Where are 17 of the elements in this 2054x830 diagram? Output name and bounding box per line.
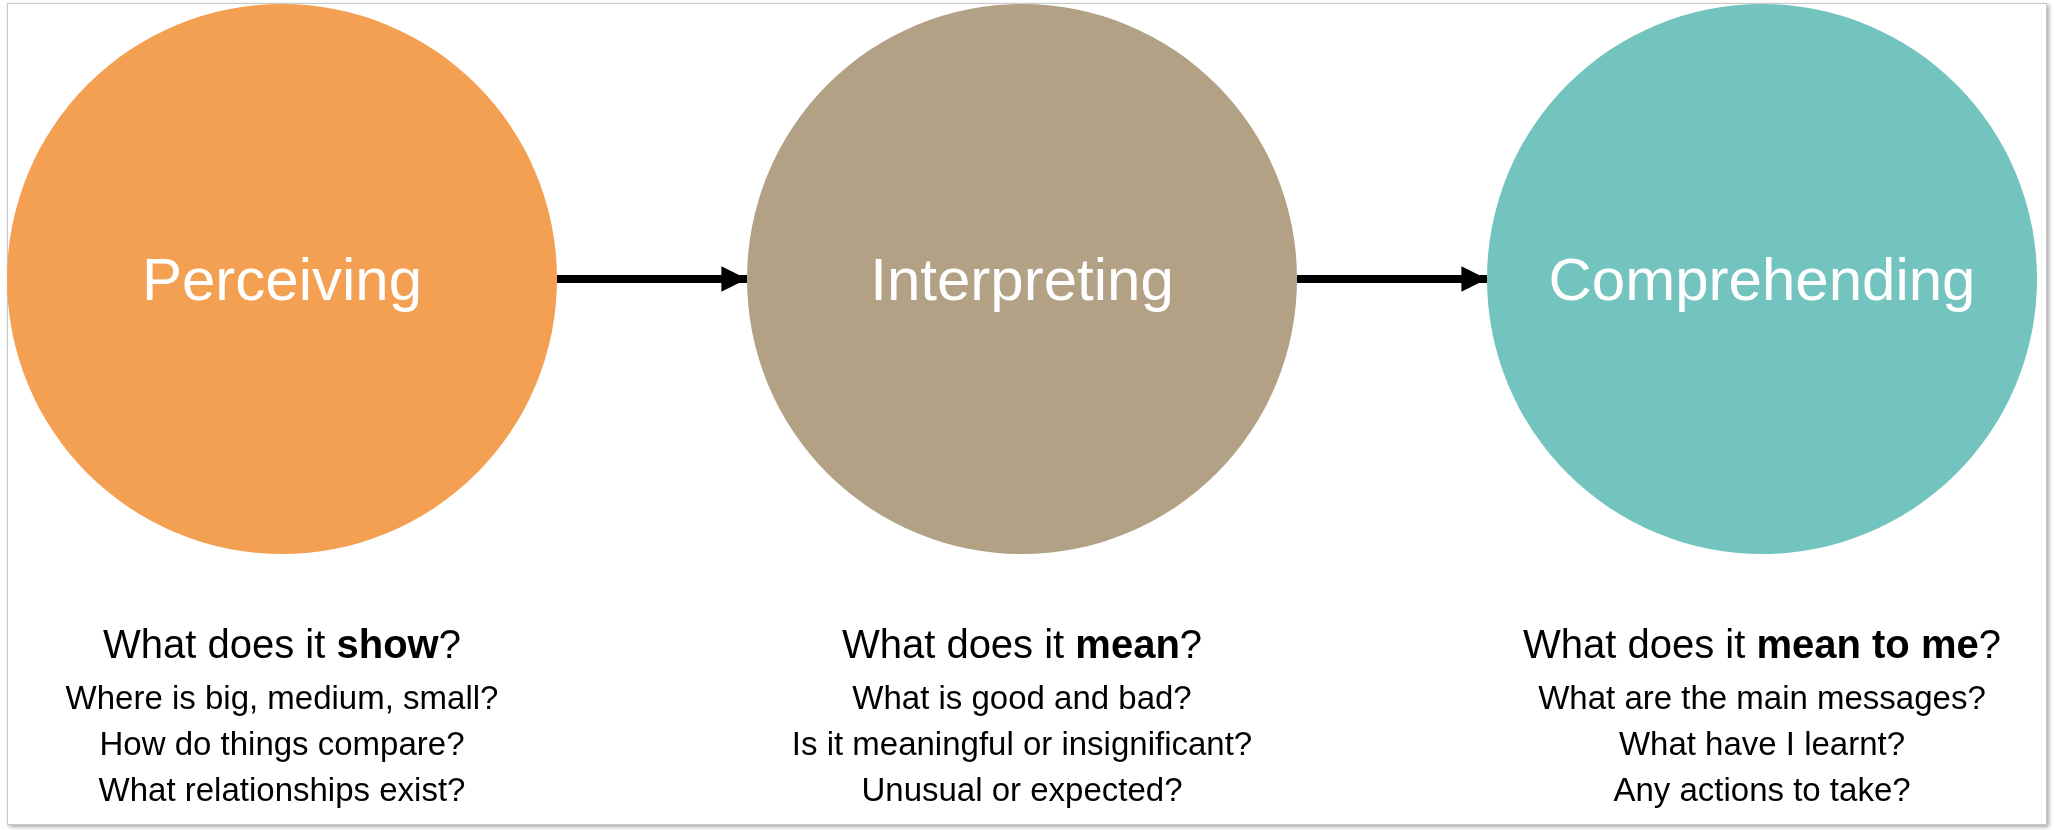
- question-heading: What does it mean?: [840, 622, 1204, 667]
- question-text: What are the main messages?: [1537, 678, 1987, 718]
- question-text: Any actions to take?: [1612, 770, 1912, 810]
- arrow: [1297, 266, 1487, 292]
- question-text: What have I learnt?: [1617, 724, 1907, 764]
- stage-title: Perceiving: [141, 244, 423, 314]
- arrow: [557, 266, 747, 292]
- question-heading: What does it show?: [102, 622, 462, 667]
- question-text: What is good and bad?: [851, 678, 1193, 718]
- question-text: Is it meaningful or insignificant?: [790, 724, 1254, 764]
- question-text: Where is big, medium, small?: [64, 678, 500, 718]
- question-text: Unusual or expected?: [860, 770, 1184, 810]
- question-heading: What does it mean to me?: [1522, 622, 2002, 667]
- question-text: What relationships exist?: [97, 770, 467, 810]
- question-text: How do things compare?: [98, 724, 466, 764]
- stage-title: Interpreting: [870, 244, 1174, 314]
- stage-title: Comprehending: [1548, 244, 1976, 314]
